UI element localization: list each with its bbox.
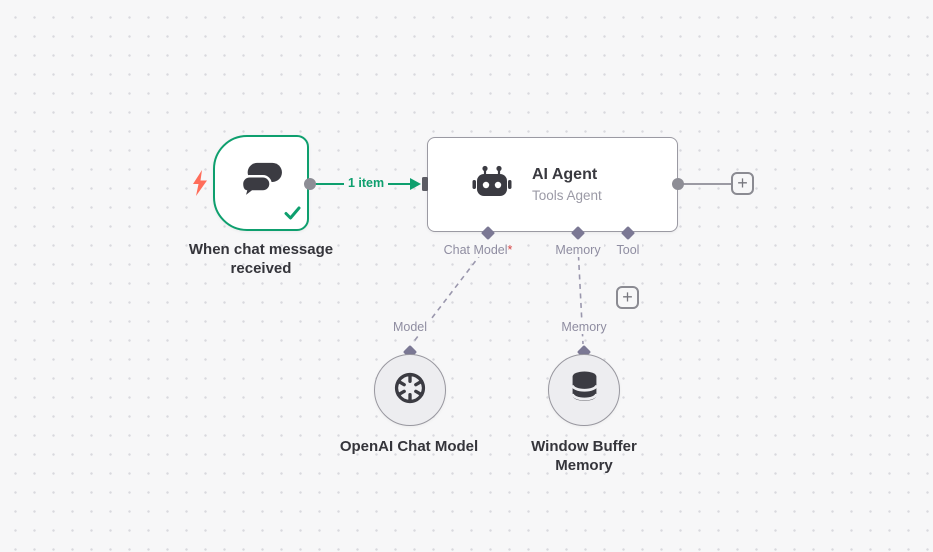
lightning-trigger-icon	[191, 170, 209, 201]
connection-item-count-label: 1 item	[344, 176, 389, 190]
success-check-icon	[284, 206, 301, 225]
chat-bubbles-icon	[238, 161, 284, 206]
required-asterisk: *	[507, 243, 513, 257]
ai-agent-subtitle: Tools Agent	[532, 188, 602, 203]
trigger-node-label: When chat message received	[188, 241, 334, 278]
openai-icon	[391, 369, 429, 412]
trigger-output-port[interactable]	[304, 178, 316, 190]
memory-node-label: Window Buffer Memory	[531, 438, 637, 475]
connection-arrowhead-icon	[410, 178, 421, 190]
window-buffer-memory-node[interactable]	[548, 354, 620, 426]
openai-node-label: OpenAI Chat Model	[339, 438, 479, 455]
connection-label-memory: Memory	[544, 320, 624, 334]
port-label-tool: Tool	[598, 243, 658, 257]
add-node-button[interactable]: +	[731, 172, 754, 195]
port-label-memory: Memory	[528, 243, 628, 257]
trigger-node[interactable]	[213, 135, 309, 231]
connection-label-model: Model	[370, 320, 450, 334]
agent-output-port[interactable]	[672, 178, 684, 190]
ai-agent-node[interactable]: AI Agent Tools Agent	[427, 137, 678, 232]
ai-agent-title: AI Agent	[532, 166, 598, 183]
robot-icon	[472, 165, 512, 204]
agent-input-port[interactable]	[422, 177, 428, 191]
chat-model-port-text: Chat Model	[443, 243, 508, 257]
database-icon	[568, 369, 601, 411]
openai-chat-model-node[interactable]	[374, 354, 446, 426]
add-tool-button[interactable]: +	[616, 286, 639, 309]
port-label-chat-model: Chat Model*	[408, 243, 548, 257]
